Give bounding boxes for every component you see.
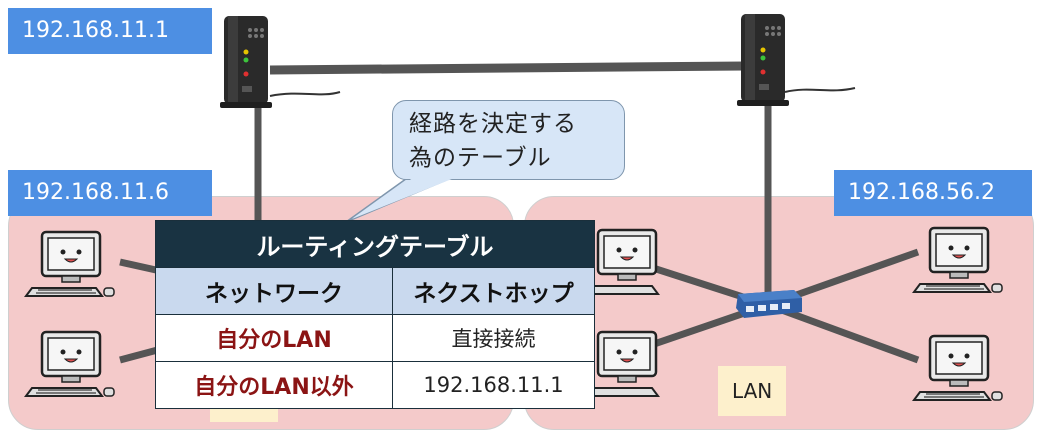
computer-icon: [24, 330, 115, 397]
callout-line-1: 経路を決定する: [409, 111, 577, 137]
cell-network: 自分のLAN: [154, 314, 394, 362]
ip-label-lan1: 192.168.11.6: [8, 170, 212, 216]
ip-label-lan2: 192.168.56.2: [834, 170, 1032, 216]
computer-icon: [580, 330, 660, 397]
switch-pc4-cable: [766, 301, 920, 364]
routing-table: ルーティングテーブル ネットワーク ネクストホップ 自分のLAN 直接接続 自分…: [154, 220, 595, 409]
router-link-cable: [269, 61, 746, 75]
ip-label-router1: 192.168.11.1: [8, 8, 212, 54]
callout-bubble: 経路を決定する 為のテーブル: [392, 100, 625, 180]
computer-icon: [580, 228, 660, 295]
router2-power-cord: [784, 87, 856, 93]
cell-next-hop: 直接接続: [392, 314, 595, 362]
header-network: ネットワーク: [154, 267, 394, 315]
router1-power-cord: [269, 91, 341, 97]
computer-icon: [24, 230, 115, 297]
switch-hub-icon: [736, 290, 802, 318]
header-next-hop: ネクストホップ: [392, 267, 595, 315]
router-icon: [737, 14, 789, 106]
routing-table-title: ルーティングテーブル: [155, 220, 595, 268]
table-row: 自分のLAN 直接接続: [154, 314, 595, 362]
computer-icon: [912, 334, 1003, 401]
callout-line-2: 為のテーブル: [409, 145, 552, 171]
lan-label-right: LAN: [718, 366, 787, 416]
cell-network: 自分のLAN以外: [154, 361, 394, 409]
router-icon: [220, 16, 272, 108]
computer-icon: [912, 226, 1003, 293]
table-row: 自分のLAN以外 192.168.11.1: [154, 361, 595, 409]
cell-next-hop: 192.168.11.1: [392, 361, 595, 409]
